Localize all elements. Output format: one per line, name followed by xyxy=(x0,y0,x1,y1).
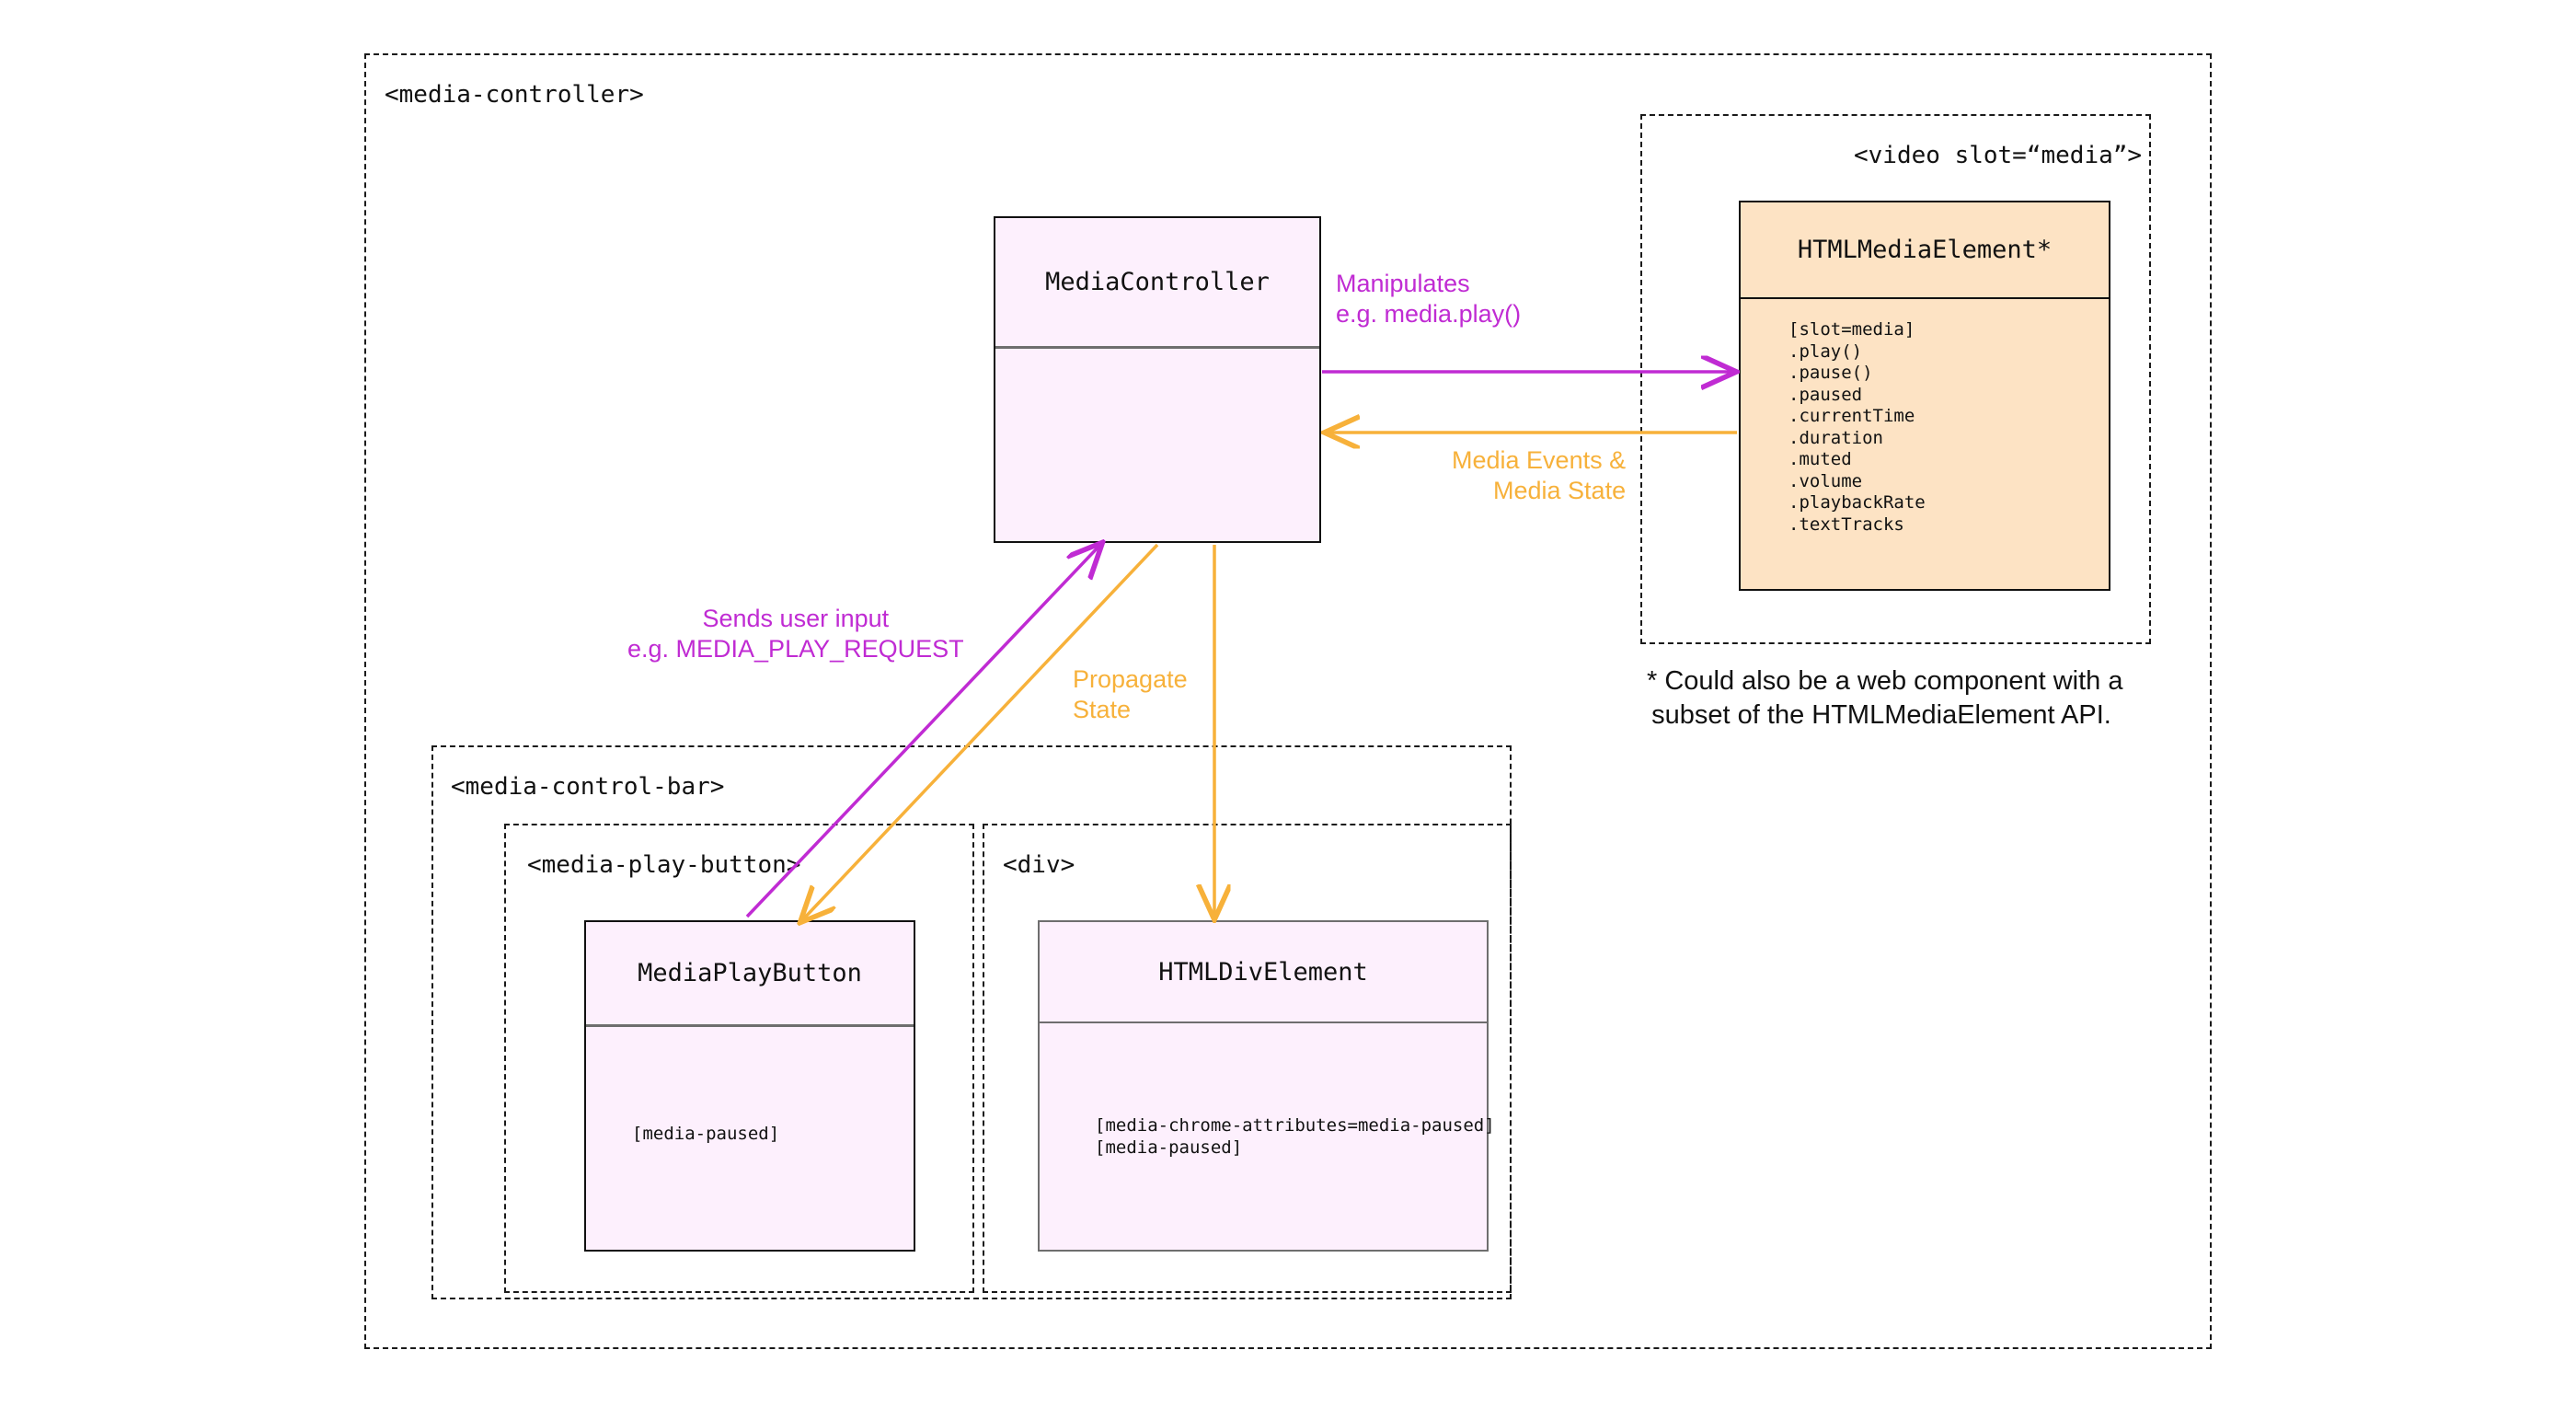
container-media-play-button-label: <media-play-button> xyxy=(527,851,801,879)
container-media-play-button xyxy=(504,824,974,1293)
container-video-slot-label: <video slot=“media”> xyxy=(1854,142,2143,169)
box-html-media-element: HTMLMediaElement* [slot=media] .play() .… xyxy=(1739,201,2110,591)
box-media-play-button-title: MediaPlayButton xyxy=(586,922,914,1027)
box-media-play-button-body: [media-paused] xyxy=(632,1124,780,1144)
edge-label-manipulates: Manipulates e.g. media.play() xyxy=(1336,270,1522,328)
box-html-div-element-body: [media-chrome-attributes=media-paused] [… xyxy=(1095,1115,1495,1158)
edge-label-propagate-state: Propagate State xyxy=(1073,665,1188,723)
container-media-control-bar-label: <media-control-bar> xyxy=(451,773,725,801)
container-div xyxy=(983,824,1512,1293)
box-media-controller: MediaController xyxy=(994,216,1321,543)
edge-label-sends-user-input: Sends user input e.g. MEDIA_PLAY_REQUEST xyxy=(627,605,964,663)
box-html-media-element-title: HTMLMediaElement* xyxy=(1741,202,2109,299)
container-media-controller-label: <media-controller> xyxy=(385,81,644,109)
edge-label-media-events: Media Events & Media State xyxy=(1452,446,1627,504)
box-media-controller-title: MediaController xyxy=(995,218,1319,349)
box-html-div-element-title: HTMLDivElement xyxy=(1040,922,1487,1023)
container-video-slot xyxy=(1640,114,2151,644)
box-media-play-button: MediaPlayButton [media-paused] xyxy=(584,920,915,1252)
box-html-media-element-body: [slot=media] .play() .pause() .paused .c… xyxy=(1788,319,1926,535)
footnote-html-media-element: * Could also be a web component with a s… xyxy=(1647,666,2123,730)
container-media-controller xyxy=(364,53,2212,1349)
box-media-controller-body xyxy=(995,349,1319,541)
container-div-label: <div> xyxy=(1003,851,1075,879)
box-html-div-element: HTMLDivElement [media-chrome-attributes=… xyxy=(1038,920,1495,1252)
